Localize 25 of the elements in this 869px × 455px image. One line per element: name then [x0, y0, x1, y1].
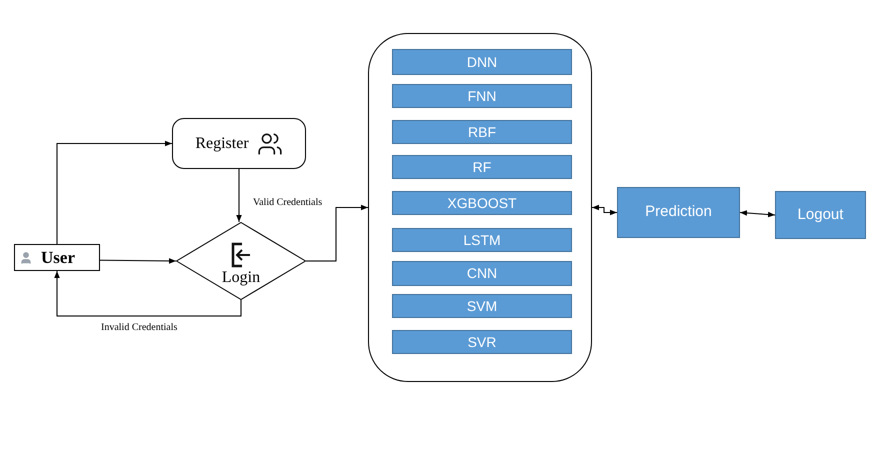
user-label: User: [41, 246, 75, 269]
login-label: Login: [222, 268, 260, 288]
model-group-panel: [368, 33, 592, 382]
arrow: [236, 168, 242, 222]
arrow: [100, 258, 176, 264]
model-box: XGBOOST: [392, 191, 572, 215]
model-box: RF: [392, 155, 572, 179]
process-box: [172, 118, 306, 169]
process-box: Logout: [775, 191, 866, 239]
arrow: [306, 204, 368, 262]
model-box: DNN: [392, 49, 572, 75]
register-label: Register: [195, 134, 249, 154]
user-box: [14, 244, 100, 271]
arrow: [592, 204, 618, 216]
model-box: SVM: [392, 294, 572, 318]
model-box: SVR: [392, 330, 572, 354]
arrow: [56, 140, 172, 244]
model-box: FNN: [392, 84, 572, 108]
arrow: [740, 210, 776, 218]
model-box: CNN: [392, 261, 572, 286]
model-box: RBF: [392, 120, 572, 144]
decision-diamond: [176, 222, 306, 300]
model-box: LSTM: [392, 228, 572, 252]
process-box: Prediction: [617, 187, 740, 238]
arrow: [54, 270, 242, 316]
